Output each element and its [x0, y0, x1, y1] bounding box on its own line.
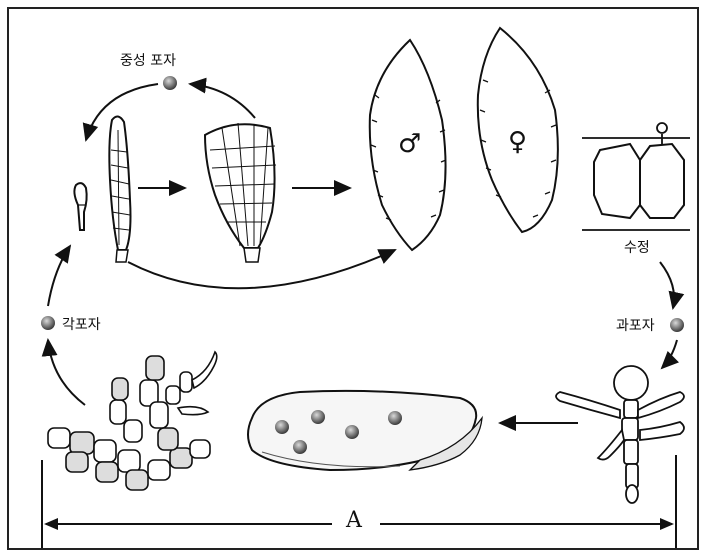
carpospore-label: 과포자 [616, 318, 655, 334]
male-symbol: ♂ [398, 129, 421, 159]
tetrasporophyte-filaments [48, 352, 217, 490]
female-symbol: ♀ [508, 127, 527, 157]
arrow-juvenile-to-male-long [128, 250, 395, 288]
arrow-carpospore-to-germling [662, 340, 677, 368]
span-arrowhead-right [660, 518, 674, 530]
fertilization-cells [582, 123, 690, 230]
tetraspore-dot [41, 316, 55, 330]
span-arrowhead-left [44, 518, 58, 530]
span-label-A: A [340, 508, 368, 533]
arrow-tetraspore-to-germling [48, 246, 70, 306]
tetraspore-label: 각포자 [62, 317, 101, 333]
carpospore-dot [670, 318, 684, 332]
neutral-spore-label: 중성 포자 [120, 50, 176, 70]
fertilization-label: 수정 [624, 240, 650, 256]
carpospore-germling [556, 366, 684, 503]
neutral-spore-dot [163, 76, 177, 90]
juvenile-blade [109, 116, 130, 262]
arrow-filaments-to-tetraspore [48, 340, 85, 405]
fan-blade [205, 123, 276, 262]
arrow-fertilization-to-carpospore [660, 262, 674, 308]
germling-small [74, 183, 86, 230]
arrow-cycle-to-neutral-spore [190, 84, 255, 118]
